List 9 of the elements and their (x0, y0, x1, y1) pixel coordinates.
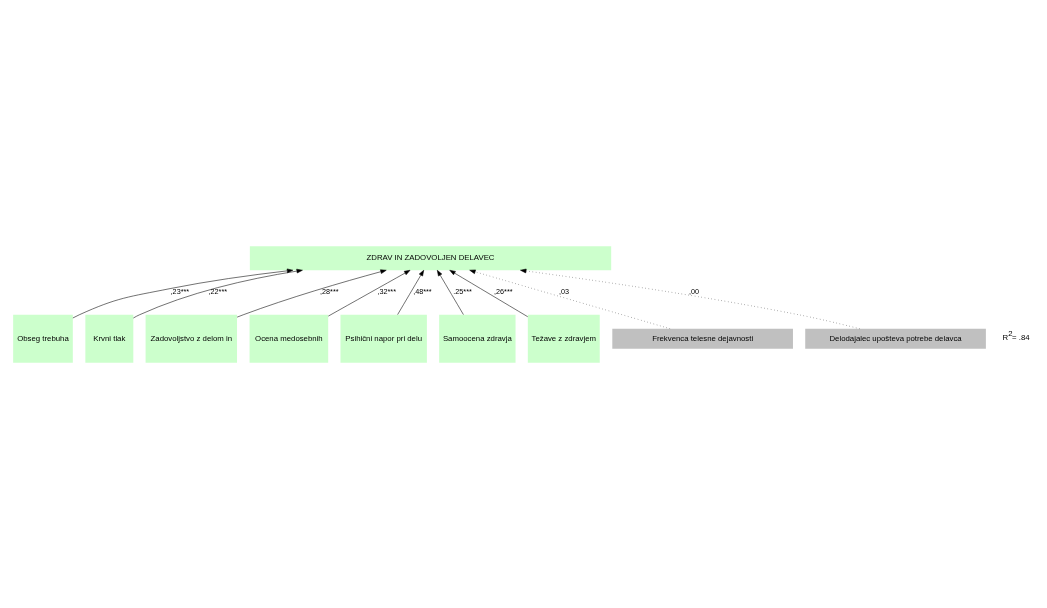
arrow (397, 269, 424, 315)
arrow (520, 268, 860, 329)
arrow (437, 269, 464, 315)
arrow (449, 269, 528, 317)
arrow (328, 269, 411, 316)
arrow (236, 269, 387, 317)
arrow (133, 268, 303, 318)
arrow (72, 268, 294, 318)
arrow (469, 269, 671, 329)
